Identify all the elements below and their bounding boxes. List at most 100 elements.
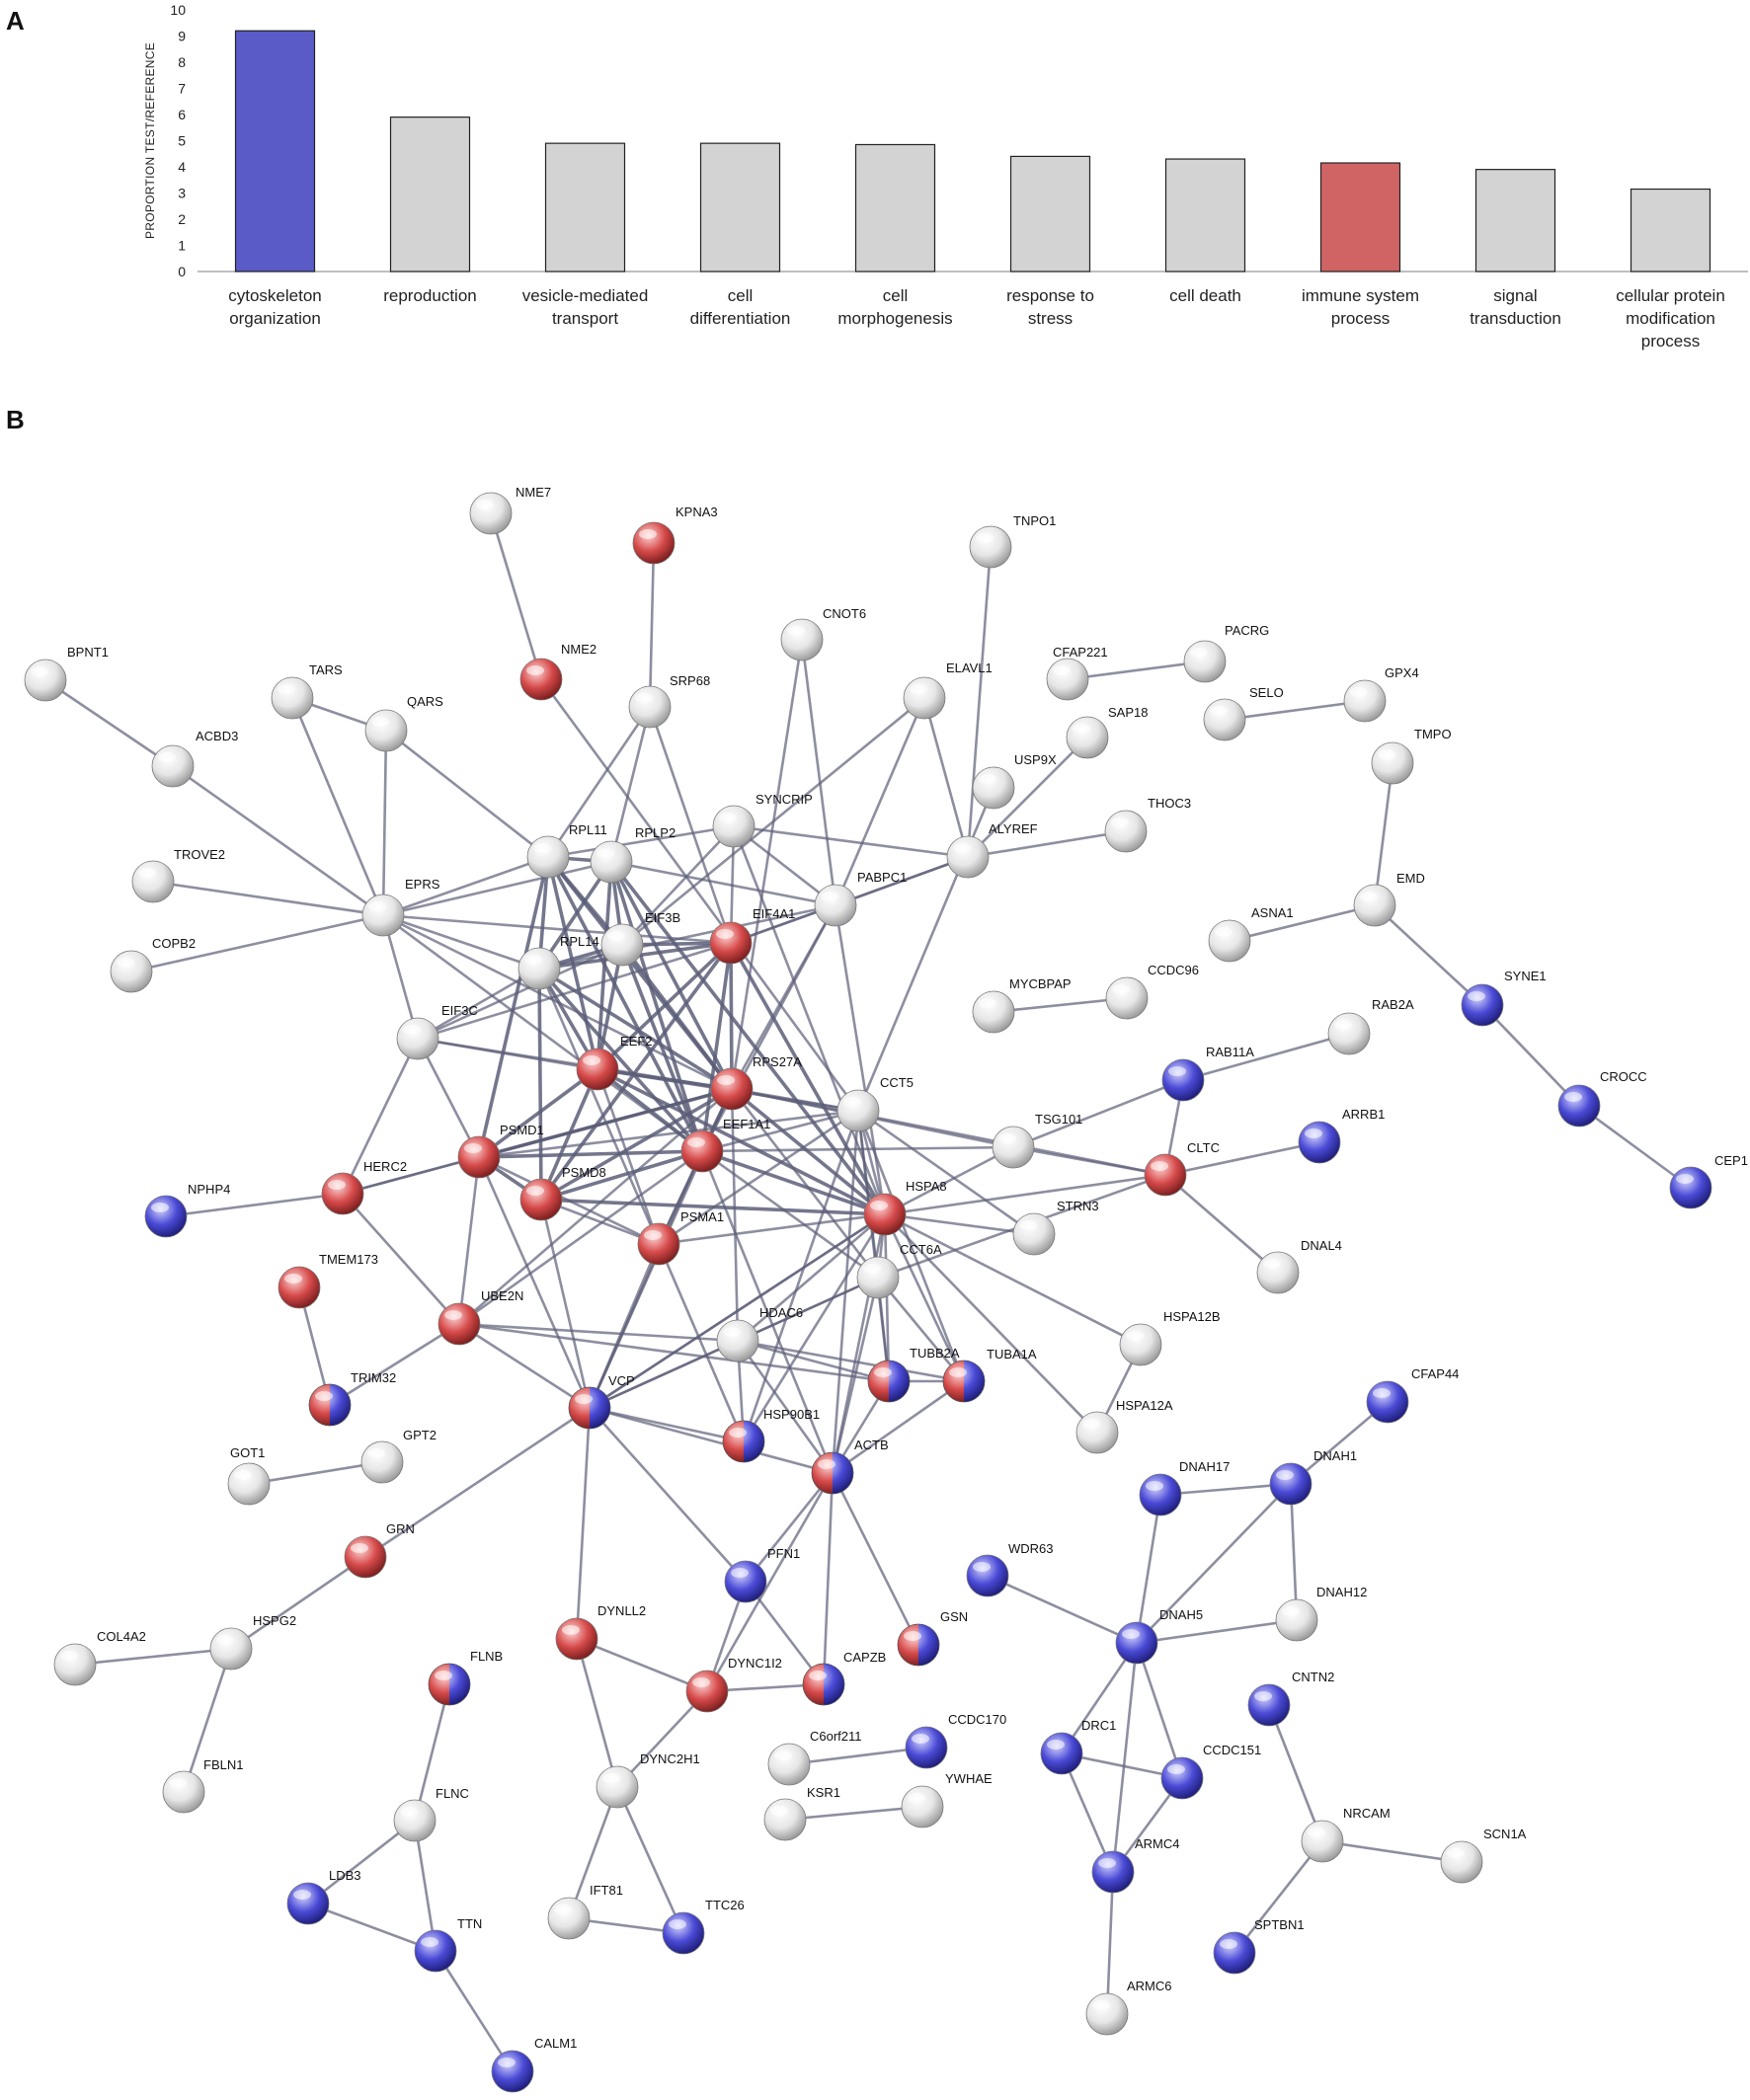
network-node[interactable]: ALYREF xyxy=(946,821,1038,879)
network-node[interactable]: TMEM173 xyxy=(278,1252,378,1309)
network-node[interactable]: TNPO1 xyxy=(969,513,1056,569)
network-node[interactable]: CCT5 xyxy=(836,1075,914,1132)
network-node[interactable]: UBE2N xyxy=(438,1288,523,1346)
network-node[interactable]: SYNE1 xyxy=(1461,969,1547,1027)
network-node[interactable]: NME2 xyxy=(519,642,597,701)
network-node[interactable]: THOC3 xyxy=(1104,796,1191,853)
network-node[interactable]: TUBA1A xyxy=(942,1347,1037,1403)
network-node[interactable]: NME7 xyxy=(469,485,551,535)
network-node[interactable]: DNAH5 xyxy=(1115,1607,1203,1665)
network-node[interactable]: CLTC xyxy=(1144,1140,1220,1197)
network-node[interactable]: PSMA1 xyxy=(637,1209,724,1266)
network-node[interactable]: EIF4A1 xyxy=(709,906,795,965)
network-node[interactable]: DNAH1 xyxy=(1269,1448,1357,1506)
network-node[interactable]: CEP1 xyxy=(1669,1153,1748,1209)
network-node[interactable]: CCT6A xyxy=(856,1242,942,1299)
network-node[interactable]: CCDC151 xyxy=(1160,1743,1261,1800)
network-node[interactable]: CCDC170 xyxy=(905,1712,1006,1769)
network-node[interactable]: GRN xyxy=(344,1521,415,1579)
network-node[interactable]: EIF3B xyxy=(600,910,680,967)
network-node[interactable]: EMD xyxy=(1353,871,1425,927)
network-node[interactable]: ARMC4 xyxy=(1091,1836,1180,1894)
network-node[interactable]: COPB2 xyxy=(110,936,196,993)
network-node[interactable]: EEF1A1 xyxy=(680,1117,770,1173)
network-node[interactable]: SYNCRIP xyxy=(712,792,813,848)
network-node[interactable]: PACRG xyxy=(1183,623,1269,683)
network-node[interactable]: IFT81 xyxy=(547,1883,623,1940)
network-node[interactable]: RPL11 xyxy=(526,822,607,879)
network-node[interactable]: MYCBPAP xyxy=(972,976,1072,1034)
network-node[interactable]: TRIM32 xyxy=(308,1370,396,1427)
network-node[interactable]: GPT2 xyxy=(360,1428,437,1484)
network-node[interactable]: CFAP221 xyxy=(1046,645,1108,701)
network-node[interactable]: CNTN2 xyxy=(1247,1670,1334,1727)
network-node[interactable]: ACTB xyxy=(811,1438,889,1495)
network-node[interactable]: DYNC2H1 xyxy=(596,1751,700,1809)
network-node[interactable]: HSPA12B xyxy=(1119,1309,1221,1366)
network-node[interactable]: TTC26 xyxy=(662,1898,745,1955)
network-node[interactable]: RPL14 xyxy=(517,934,599,990)
network-node[interactable]: DYNLL2 xyxy=(555,1603,646,1661)
network-node[interactable]: HSPA12A xyxy=(1075,1398,1173,1454)
network-node[interactable]: NRCAM xyxy=(1301,1806,1391,1863)
network-node[interactable]: SAP18 xyxy=(1066,705,1148,759)
network-node[interactable]: DNAL4 xyxy=(1256,1238,1342,1294)
network-node[interactable]: KPNA3 xyxy=(632,505,718,565)
network-node[interactable]: DYNC1I2 xyxy=(685,1656,782,1713)
network-node[interactable]: RPLP2 xyxy=(590,825,676,884)
network-node[interactable]: C6orf211 xyxy=(767,1729,862,1786)
network-node[interactable]: CAPZB xyxy=(802,1650,886,1706)
network-node[interactable]: PSMD1 xyxy=(457,1123,544,1179)
network-node[interactable]: FLNB xyxy=(428,1649,503,1706)
network-node[interactable]: ACBD3 xyxy=(151,729,238,788)
network-node[interactable]: FBLN1 xyxy=(162,1757,243,1814)
network-node[interactable]: GSN xyxy=(897,1609,968,1667)
network-node[interactable]: SCN1A xyxy=(1440,1827,1527,1884)
network-node[interactable]: HSPA8 xyxy=(863,1179,947,1236)
network-node[interactable]: PABPC1 xyxy=(814,870,907,927)
network-node[interactable]: CNOT6 xyxy=(780,606,866,661)
network-node[interactable]: STRN3 xyxy=(1012,1199,1099,1256)
network-node[interactable]: FLNC xyxy=(393,1786,469,1842)
network-node[interactable]: EIF3C xyxy=(396,1003,478,1060)
network-node[interactable]: HSPG2 xyxy=(209,1613,296,1671)
network-node[interactable]: CFAP44 xyxy=(1366,1366,1459,1424)
network-node[interactable]: PFN1 xyxy=(724,1546,800,1603)
network-node[interactable]: DNAH12 xyxy=(1275,1585,1367,1642)
network-node[interactable]: DRC1 xyxy=(1040,1718,1116,1775)
network-node[interactable]: SPTBN1 xyxy=(1213,1917,1305,1975)
network-node[interactable]: HSP90B1 xyxy=(722,1407,820,1463)
network-node[interactable]: SELO xyxy=(1203,685,1284,741)
network-node[interactable]: GOT1 xyxy=(227,1445,271,1506)
network-node[interactable]: QARS xyxy=(364,694,443,752)
network-node[interactable]: ASNA1 xyxy=(1208,905,1294,963)
network-node[interactable]: HERC2 xyxy=(321,1159,407,1215)
network-node[interactable]: TMPO xyxy=(1371,727,1452,785)
network-node[interactable]: HDAC6 xyxy=(716,1305,803,1362)
network-node[interactable]: ARMC6 xyxy=(1085,1979,1172,2036)
network-node[interactable]: PSMD8 xyxy=(519,1165,606,1221)
network-node[interactable]: BPNT1 xyxy=(24,645,109,702)
network-node[interactable]: COL4A2 xyxy=(53,1629,146,1686)
network-node[interactable]: YWHAE xyxy=(901,1771,993,1828)
network-node[interactable]: GPX4 xyxy=(1343,665,1419,723)
network-node[interactable]: DNAH17 xyxy=(1139,1459,1230,1517)
network-node[interactable]: NPHP4 xyxy=(144,1182,230,1238)
network-node[interactable]: KSR1 xyxy=(763,1785,840,1841)
network-node[interactable]: TARS xyxy=(271,662,343,720)
network-node[interactable]: ELAVL1 xyxy=(903,661,993,720)
network-node[interactable]: RPS27A xyxy=(710,1054,802,1111)
network-node[interactable]: LDB3 xyxy=(286,1868,361,1925)
network-node[interactable]: TUBB2A xyxy=(867,1346,960,1403)
network-node[interactable]: ARRB1 xyxy=(1298,1107,1385,1164)
network-node[interactable]: EEF2 xyxy=(576,1034,653,1091)
network-node[interactable]: TTN xyxy=(414,1916,482,1973)
network-node[interactable]: WDR63 xyxy=(966,1541,1054,1597)
network-node[interactable]: SRP68 xyxy=(628,673,710,729)
network-node[interactable]: USP9X xyxy=(972,752,1057,810)
network-node[interactable]: TROVE2 xyxy=(131,847,225,903)
network-node[interactable]: CCDC96 xyxy=(1105,963,1199,1020)
network-node[interactable]: RAB11A xyxy=(1161,1045,1254,1102)
network-node[interactable]: RAB2A xyxy=(1327,997,1414,1055)
network-node[interactable]: VCP xyxy=(568,1373,635,1430)
